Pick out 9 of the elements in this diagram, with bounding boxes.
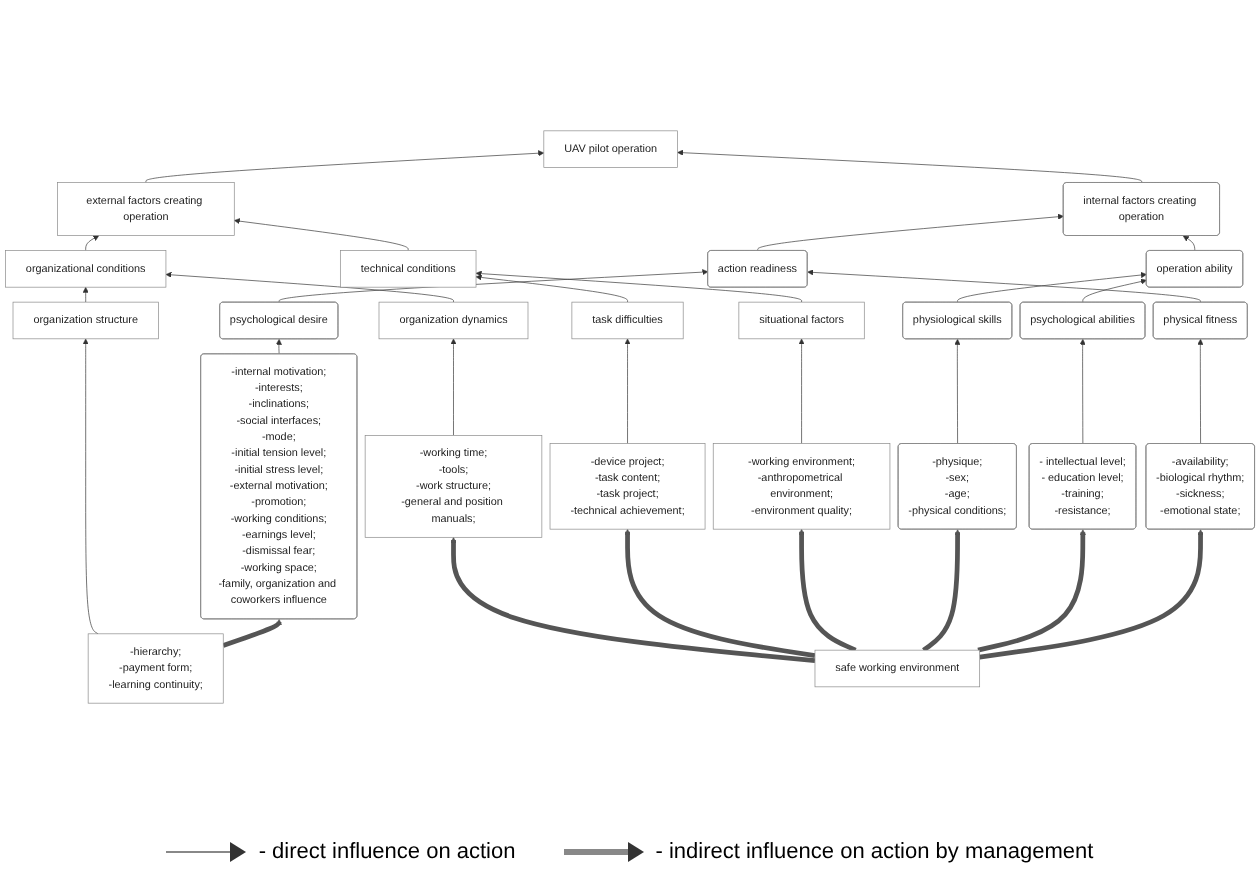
arrow: [798, 528, 857, 653]
arrow: [922, 529, 961, 653]
legend-label: - indirect influence on action by management: [655, 840, 1094, 864]
arrow: [222, 618, 282, 648]
arrow: [450, 537, 816, 664]
arrow: [977, 529, 1086, 653]
arrow: [624, 528, 816, 658]
arrow: [979, 529, 1204, 660]
legend-label: - direct influence on action: [258, 840, 516, 864]
